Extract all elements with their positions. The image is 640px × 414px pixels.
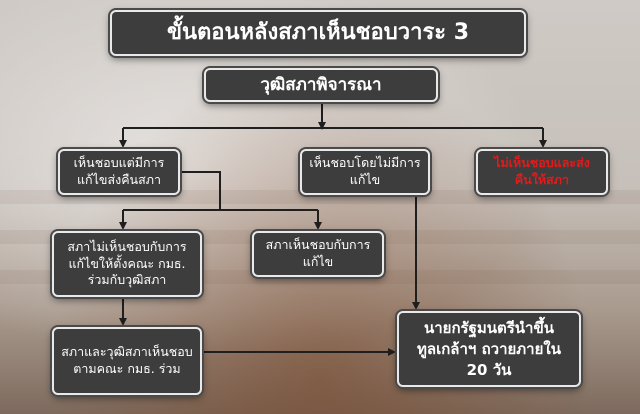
page-title: ขั้นตอนหลังสภาเห็นชอบวาระ 3 (110, 10, 526, 56)
node-both-agree-joint-committee: สภาและวุฒิสภาเห็นชอบตามคณะ กมธ. ร่วม (52, 327, 202, 395)
senate-consideration-header: วุฒิสภาพิจารณา (204, 68, 438, 102)
node-approve-without-amendment: เห็นชอบโดยไม่มีการแก้ไข (300, 149, 430, 195)
node-prime-minister-submits: นายกรัฐมนตรีนำขึ้นทูลเกล้าฯ ถวายภายใน 20… (397, 311, 581, 387)
connector-line (180, 171, 221, 210)
node-approve-with-amendment: เห็นชอบแต่มีการแก้ไขส่งคืนสภา (58, 149, 180, 195)
node-disapprove: ไม่เห็นชอบและส่งคืนให้สภา (476, 149, 608, 195)
node-house-agrees-amendment: สภาเห็นชอบกับการแก้ไข (252, 231, 384, 277)
node-house-disagrees-joint-committee: สภาไม่เห็นชอบกับการแก้ไขให้ตั้งคณะ กมธ. … (52, 231, 202, 297)
